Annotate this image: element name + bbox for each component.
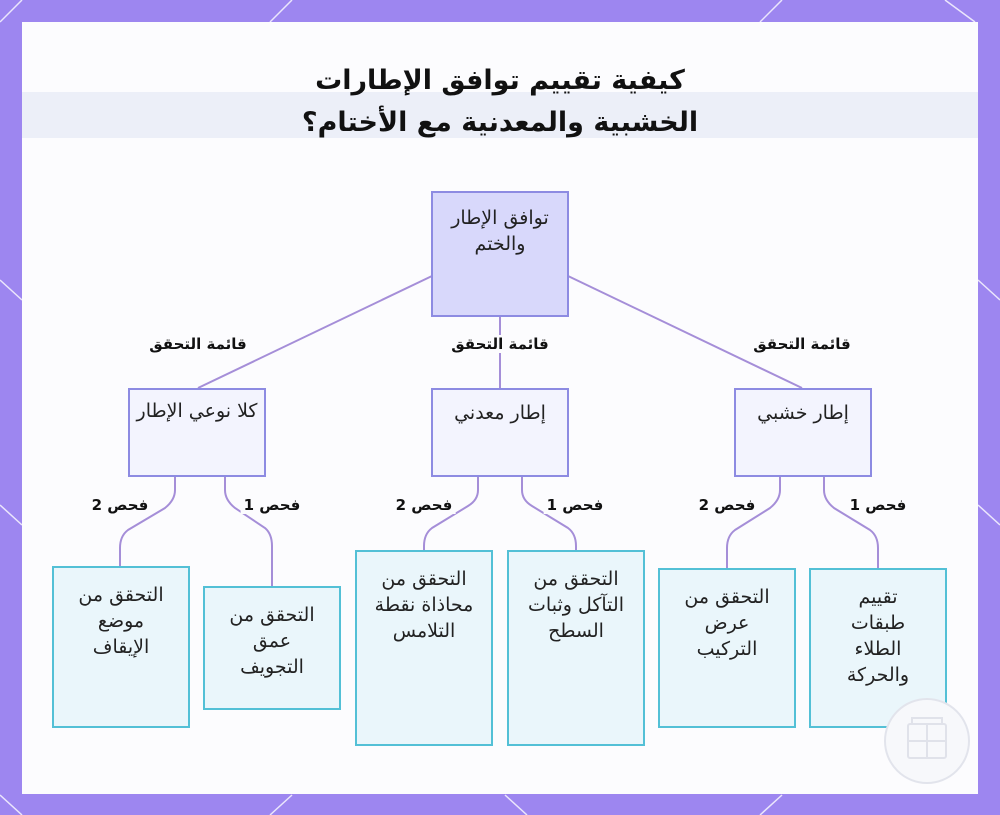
node-leaf-stop-position-label: التحقق من موضع الإيقاف	[78, 584, 164, 658]
edge-label-checklist-metal: قائمة التحقق	[448, 335, 552, 353]
edge-label-both-test1: فحص 1	[240, 496, 304, 514]
window-logo-icon	[884, 698, 970, 784]
edge-both-test1	[224, 476, 273, 586]
edge-label-checklist-wood: قائمة التحقق	[750, 335, 854, 353]
node-leaf-corrosion-surface: التحقق من التآكل وثبات السطح	[507, 550, 645, 746]
node-leaf-rebate-depth-label: التحقق من عمق التجويف	[229, 604, 315, 678]
node-leaf-contact-alignment: التحقق من محاذاة نقطة التلامس	[355, 550, 493, 746]
background-watermark-bar	[22, 92, 978, 138]
edge-wood-test1	[823, 476, 879, 568]
edge-both-test2	[119, 476, 176, 566]
node-wood-frame-label: إطار خشبي	[757, 402, 849, 424]
node-leaf-corrosion-surface-label: التحقق من التآكل وثبات السطح	[528, 568, 624, 642]
edge-label-both-test2: فحص 2	[88, 496, 152, 514]
node-root: توافق الإطار والختم	[431, 191, 569, 317]
edge-label-metal-test1: فحص 1	[543, 496, 607, 514]
edge-label-checklist-both: قائمة التحقق	[146, 335, 250, 353]
node-leaf-rebate-depth: التحقق من عمق التجويف	[203, 586, 341, 710]
diagram-title: كيفية تقييم توافق الإطارات الخشبية والمع…	[150, 60, 850, 144]
edge-label-wood-test1: فحص 1	[846, 496, 910, 514]
node-both-frames: كلا نوعي الإطار	[128, 388, 266, 477]
edge-wood-test2	[726, 476, 781, 568]
node-leaf-mount-width: التحقق من عرض التركيب	[658, 568, 796, 728]
node-leaf-paint-movement: تقييم طبقات الطلاء والحركة	[809, 568, 947, 728]
node-leaf-contact-alignment-label: التحقق من محاذاة نقطة التلامس	[374, 568, 474, 642]
node-root-label: توافق الإطار والختم	[451, 207, 549, 255]
edge-metal-test2	[423, 476, 479, 550]
edge-label-metal-test2: فحص 2	[392, 496, 456, 514]
edge-root-both	[197, 275, 433, 389]
edge-label-wood-test2: فحص 2	[695, 496, 759, 514]
node-leaf-stop-position: التحقق من موضع الإيقاف	[52, 566, 190, 728]
node-metal-frame-label: إطار معدني	[454, 402, 546, 424]
node-leaf-paint-movement-label: تقييم طبقات الطلاء والحركة	[846, 586, 910, 686]
node-wood-frame: إطار خشبي	[734, 388, 872, 477]
node-both-frames-label: كلا نوعي الإطار	[136, 400, 258, 422]
node-leaf-mount-width-label: التحقق من عرض التركيب	[684, 586, 770, 660]
node-metal-frame: إطار معدني	[431, 388, 569, 477]
edge-root-wood	[567, 275, 803, 389]
edge-metal-test1	[521, 476, 577, 550]
title-line-2: الخشبية والمعدنية مع الأختام؟	[301, 107, 699, 138]
title-line-1: كيفية تقييم توافق الإطارات	[315, 65, 685, 96]
